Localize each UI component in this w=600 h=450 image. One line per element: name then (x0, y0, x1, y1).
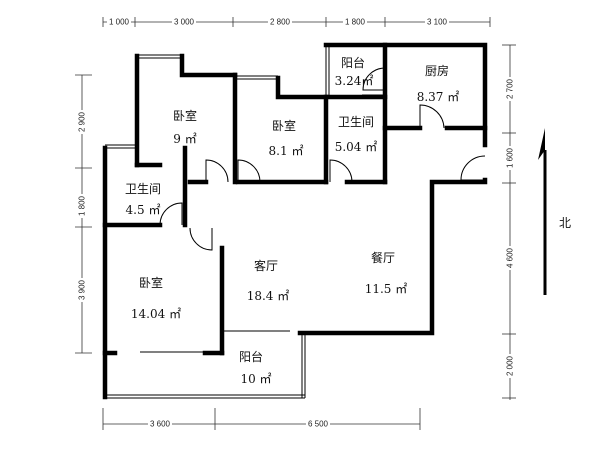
north-arrow-icon (538, 128, 547, 295)
north-label: 北 (558, 216, 572, 230)
dim-left-1: 2 900 (77, 109, 87, 135)
dim-left-2: 1 800 (77, 193, 87, 219)
dim-top-1: 1 000 (106, 17, 132, 27)
dim-right-4: 2 000 (505, 353, 515, 379)
dim-right-2: 1 600 (505, 145, 515, 171)
room-name: 阳台 (238, 350, 264, 364)
room-name: 卧室 (138, 276, 164, 290)
room-name: 阳台 (340, 56, 366, 70)
room-area: 8.37 ㎡ (416, 90, 460, 104)
dim-bottom-1: 3 600 (147, 419, 173, 429)
room-area: 4.5 ㎡ (125, 203, 161, 217)
dim-ticks-top (102, 17, 491, 27)
dim-bottom-2: 6 500 (305, 419, 331, 429)
room-name: 厨房 (424, 64, 450, 78)
room-name: 卫生间 (337, 115, 375, 129)
room-area: 14.04 ㎡ (130, 307, 182, 321)
dim-top-5: 3 100 (424, 17, 450, 27)
walls (102, 42, 488, 400)
room-area: 10 ㎡ (240, 372, 272, 386)
room-name: 卫生间 (124, 182, 162, 196)
room-area: 3.24㎡ (334, 74, 374, 88)
dim-top-4: 1 800 (342, 17, 368, 27)
room-area: 5.04 ㎡ (334, 140, 378, 154)
dim-top-3: 2 800 (267, 17, 293, 27)
room-area: 18.4 ㎡ (246, 289, 290, 303)
thin-lines (105, 45, 385, 399)
room-name: 卧室 (271, 119, 297, 133)
dim-left-3: 3 900 (77, 277, 87, 303)
room-area: 8.1 ㎡ (268, 144, 304, 158)
room-name: 餐厅 (370, 251, 396, 265)
room-name: 卧室 (172, 109, 198, 123)
room-area: 9 ㎡ (173, 132, 197, 146)
door-arcs (159, 67, 486, 251)
dim-right-1: 2 700 (505, 76, 515, 102)
room-name: 客厅 (253, 259, 279, 273)
room-area: 11.5 ㎡ (364, 282, 408, 296)
dim-top-2: 3 000 (171, 17, 197, 27)
dim-right-3: 4 600 (505, 245, 515, 271)
